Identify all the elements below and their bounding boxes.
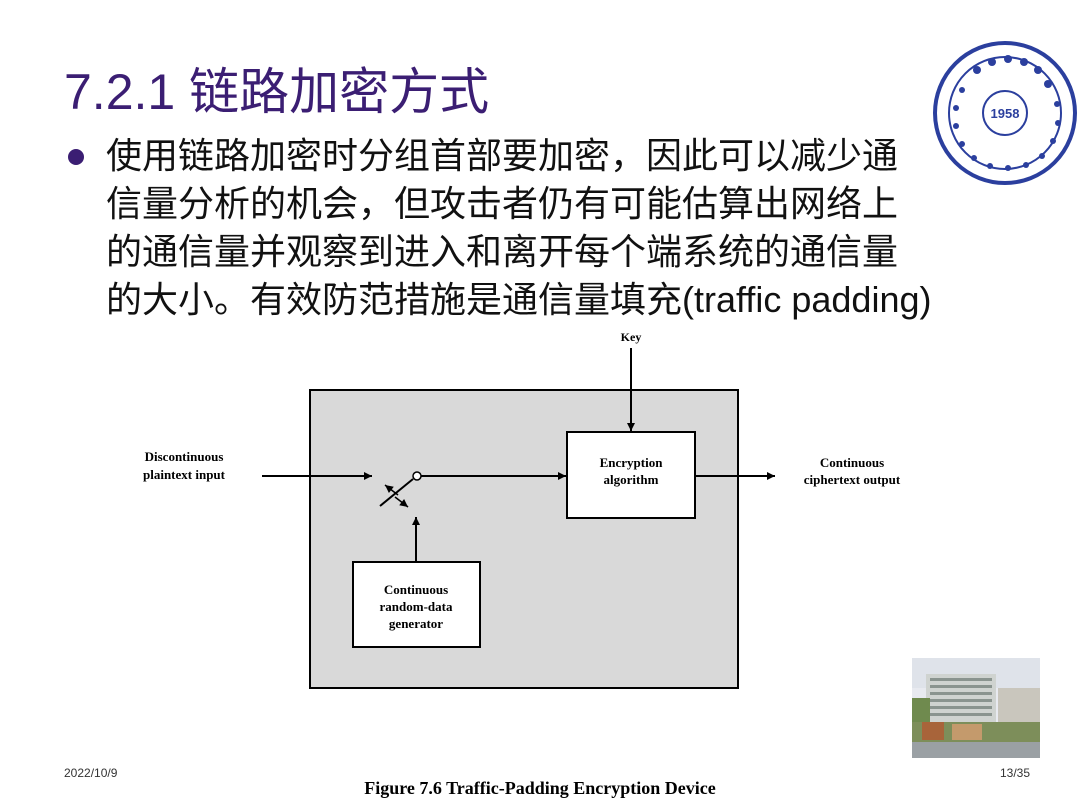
input-label-line2: plaintext input	[143, 467, 226, 482]
page-number: 13/35	[1000, 766, 1031, 780]
generator-label-line3: generator	[389, 616, 443, 631]
switch-symbol	[379, 471, 422, 508]
footer-date: 2022/10/9	[64, 766, 118, 780]
university-logo: 1958	[933, 41, 1077, 185]
figure-caption: Figure 7.6 Traffic-Padding Encryption De…	[364, 778, 716, 798]
random-data-generator-box	[352, 561, 481, 648]
bullet-line-2: 信量分析的机会，但攻击者仍有可能估算出网络上	[106, 183, 899, 224]
logo-year: 1958	[991, 106, 1020, 121]
encryption-label-line2: algorithm	[604, 472, 659, 487]
generator-label-line2: random-data	[380, 599, 453, 614]
key-label: Key	[621, 330, 642, 344]
generator-label-line1: Continuous	[384, 582, 448, 597]
bullet-line-3: 的通信量并观察到进入和离开每个端系统的通信量	[106, 231, 899, 272]
bullet-line-1: 使用链路加密时分组首部要加密，因此可以减少通	[106, 135, 899, 176]
output-label-line1: Continuous	[820, 455, 884, 470]
encryption-label-line1: Encryption	[600, 455, 664, 470]
output-label-line2: ciphertext output	[804, 472, 901, 487]
encryption-algorithm-box	[566, 431, 696, 519]
bullet-paragraph: 使用链路加密时分组首部要加密，因此可以减少通 信量分析的机会，但攻击者仍有可能估…	[106, 132, 1036, 324]
campus-photo	[912, 658, 1040, 758]
slide-title: 7.2.1 链路加密方式	[64, 64, 490, 120]
bullet-line-4: 的大小。有效防范措施是通信量填充(traffic padding)	[106, 279, 932, 320]
input-label-line1: Discontinuous	[145, 449, 224, 464]
bullet-dot	[68, 149, 84, 165]
